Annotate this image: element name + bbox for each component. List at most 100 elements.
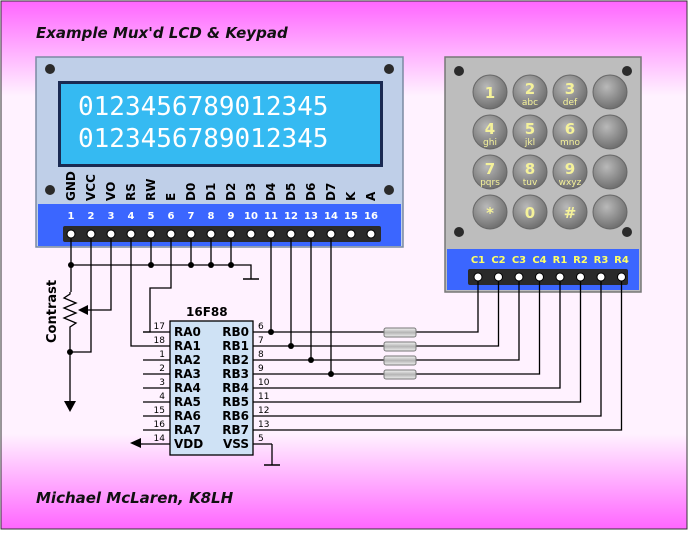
lcd-pin-number: 2 [88, 211, 95, 222]
wire [70, 238, 92, 353]
lcd-pin-pad [166, 229, 176, 239]
wire [272, 281, 602, 417]
lcd-pin-number: 4 [128, 211, 135, 222]
key-cap [592, 74, 628, 110]
key-cap [552, 74, 588, 110]
keypad-key[interactable] [592, 194, 628, 230]
key-main-label: # [564, 204, 577, 222]
keypad-key[interactable]: # [552, 194, 588, 230]
vdd-arrow [64, 401, 76, 412]
mount-hole [384, 185, 394, 195]
key-cap [472, 74, 508, 110]
key-main-label: 9 [565, 160, 575, 178]
chip-pin-number: 4 [159, 392, 165, 402]
keypad-pin-pad [514, 272, 524, 282]
chip-name: 16F88 [186, 305, 228, 319]
keypad-key[interactable] [592, 154, 628, 190]
keypad-pin-label: R2 [573, 255, 588, 266]
lcd-pin-pad [186, 229, 196, 239]
lcd-pin-pad [366, 229, 376, 239]
lcd-pin-number: 14 [324, 211, 338, 222]
lcd-pin-label: D1 [204, 183, 218, 201]
key-main-label: 6 [565, 120, 575, 138]
chip-pin-label: RB4 [222, 381, 249, 395]
keypad-key[interactable]: 1 [472, 74, 508, 110]
chip-pin-label: RA1 [174, 339, 201, 353]
lcd-pin-label: RS [124, 183, 138, 201]
chip-pin-number: 15 [154, 406, 165, 416]
mount-hole [622, 227, 632, 237]
key-main-label: 4 [485, 120, 495, 138]
key-cap [472, 154, 508, 190]
lcd-pin-number: 8 [208, 211, 215, 222]
key-cap [552, 154, 588, 190]
junction-dot [148, 262, 154, 268]
lcd-pin-number: 9 [228, 211, 235, 222]
key-sub-label: def [563, 98, 578, 108]
chip-pin-number: 6 [258, 322, 264, 332]
wire [272, 281, 582, 403]
key-main-label: 3 [565, 80, 575, 98]
chip-pin-number: 8 [258, 350, 264, 360]
key-sub-label: abc [522, 98, 538, 108]
chip-pin-number: 17 [154, 322, 165, 332]
key-cap [472, 194, 508, 230]
lcd-pin-label: D7 [324, 183, 338, 201]
lcd-pin-label: D4 [264, 183, 278, 201]
key-sub-label: mno [560, 138, 580, 148]
chip-pin-number: 14 [154, 434, 166, 444]
chip-pin-number: 7 [258, 336, 264, 346]
key-cap [512, 154, 548, 190]
key-cap [552, 114, 588, 150]
keypad-key[interactable] [592, 114, 628, 150]
chip-pin-label: RA0 [174, 325, 201, 339]
lcd-pin-pad [306, 229, 316, 239]
chip-pin-label: RB3 [222, 367, 249, 381]
lcd-pin-pad [286, 229, 296, 239]
chip-pin-label: RA2 [174, 353, 201, 367]
keypad-key[interactable]: * [472, 194, 508, 230]
keypad-key[interactable]: 0 [512, 194, 548, 230]
resistor [383, 369, 417, 380]
key-cap [472, 114, 508, 150]
keypad-pin-pad [555, 272, 565, 282]
lcd-line-1: 0123456789012345 [78, 92, 328, 122]
key-main-label: * [486, 204, 494, 222]
chip-pin-number: 16 [154, 420, 166, 430]
wires [67, 238, 623, 465]
wire [416, 281, 541, 375]
chip-pin-label: RB2 [222, 353, 249, 367]
lcd-line-2: 0123456789012345 [78, 124, 328, 154]
contrast-potentiometer: Contrast [45, 280, 88, 343]
wire [416, 281, 520, 361]
lcd-pin-number: 16 [364, 211, 378, 222]
lcd-pin-label: D6 [304, 183, 318, 201]
mount-hole [454, 66, 464, 76]
mount-hole [454, 227, 464, 237]
keypad-key[interactable] [592, 74, 628, 110]
wire [416, 281, 500, 347]
key-cap [512, 74, 548, 110]
chip-pin-number: 12 [258, 406, 269, 416]
author-credit: Michael McLaren, K8LH [36, 489, 234, 507]
key-sub-label: ghi [483, 138, 497, 148]
lcd-pin-label: A [364, 191, 378, 201]
key-main-label: 5 [525, 120, 535, 138]
pot-wiper-arrow [78, 305, 88, 315]
chip-pin-number: 18 [154, 336, 166, 346]
lcd-pin-pad [126, 229, 136, 239]
mount-hole [45, 64, 55, 74]
